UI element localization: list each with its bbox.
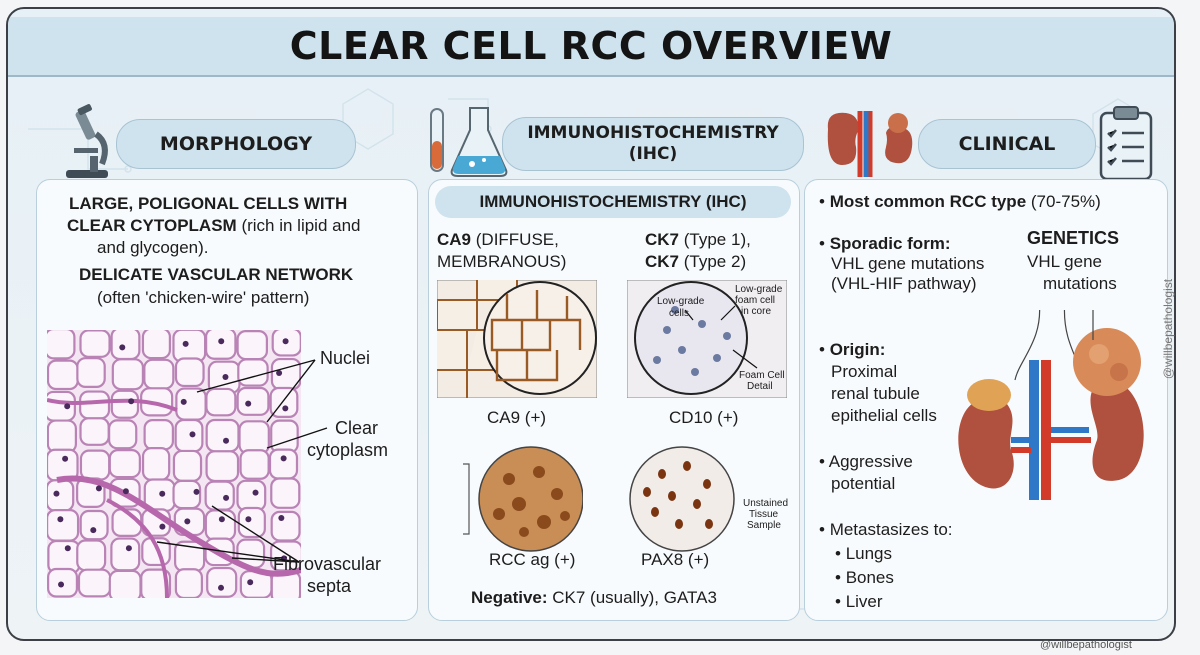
morph-line5: (often 'chicken-wire' pattern) (97, 288, 310, 307)
caption-pax8: PAX8 (+) (641, 550, 710, 569)
title-banner: CLEAR CELL RCC OVERVIEW (8, 17, 1174, 77)
ca9-bold: CA9 (437, 230, 472, 249)
genetics-line1: VHL gene (1027, 252, 1102, 271)
meta-item-lungs-text: Lungs (845, 544, 893, 563)
meta-item-lungs: • Lungs (835, 544, 893, 563)
genetics-box: GENETICS VHL gene mutations (1017, 220, 1141, 310)
caption-cd10: CD10 (+) (669, 408, 739, 427)
genetics-line2: mutations (1043, 274, 1117, 293)
origin-line2: renal tubule (831, 384, 920, 403)
b1-bold: Most common RCC type (829, 192, 1027, 211)
b2-bold: Sporadic form: (829, 234, 951, 253)
kidney-illustration (958, 300, 1144, 500)
morph-line2-rest: (rich in lipid and (241, 216, 361, 235)
ck7-bold-2: CK7 (645, 252, 680, 271)
morph-line4: DELICATE VASCULAR NETWORK (79, 265, 354, 284)
ca9-line1: CA9 (DIFFUSE, (437, 230, 559, 250)
morphology-heading: MORPHOLOGY (116, 119, 356, 169)
microscope-icon (66, 104, 108, 178)
ck7-line2: CK7 (Type 2) (645, 252, 746, 272)
credit-text: @willbepathologist (1040, 639, 1132, 651)
morphology-heading-text: MORPHOLOGY (159, 133, 313, 155)
origin-line1: Proximal (831, 362, 898, 381)
lowgrade-1: Low-grade (657, 296, 705, 307)
label-clear-1: Clear (335, 418, 379, 438)
ihc-heading-line2: (IHC) (628, 144, 678, 164)
lgfoam-1: Low-grade (735, 284, 783, 295)
unstained-1: Unstained (743, 498, 789, 509)
test-tube-icon (430, 108, 444, 172)
caption-ca9: CA9 (+) (487, 408, 547, 427)
label-clear-2: cytoplasm (307, 440, 389, 460)
cd10-stain-image (627, 280, 787, 398)
bullet-origin: • Origin: (819, 340, 886, 359)
morph-arrows (156, 359, 328, 563)
label-nuclei: Nuclei (320, 348, 371, 368)
lgfoam-2: foam cell (735, 295, 776, 306)
meta-text: Metastasizes to: (829, 520, 953, 539)
ca9-stain-image (437, 280, 597, 398)
ihc-heading-line1: IMMUNOHISTOCHEMISTRY (527, 123, 779, 143)
morphology-panel: LARGE, POLIGONAL CELLS WITH CLEAR CYTOPL… (36, 179, 418, 621)
page-title: CLEAR CELL RCC OVERVIEW (289, 24, 893, 68)
meta-item-liver: • Liver (835, 592, 883, 611)
ihc-panel: IMMUNOHISTOCHEMISTRY (IHC) CA9 (DIFFUSE,… (428, 179, 800, 621)
clinical-panel: GENETICS VHL gene mutations • Most commo… (804, 179, 1168, 621)
negative-line: Negative: CK7 (usually), GATA3 (471, 588, 717, 608)
origin-bold: Origin: (829, 340, 886, 359)
caption-rcc: RCC ag (+) (489, 550, 576, 569)
side-watermark-text: @willbepathologist (1161, 278, 1176, 380)
foam-2: Detail (747, 381, 773, 392)
rcc-ag-stain-image (463, 446, 583, 552)
morph-line1: LARGE, POLIGONAL CELLS WITH (69, 194, 348, 213)
bullet-most-common: • Most common RCC type (70-75%) (819, 192, 1101, 211)
clinical-heading: CLINICAL (918, 119, 1096, 169)
ck7-rest-1: (Type 1), (683, 230, 751, 249)
ihc-heading: IMMUNOHISTOCHEMISTRY (IHC) (502, 117, 804, 171)
ck7-bold-1: CK7 (645, 230, 680, 249)
unstained-3: Sample (747, 520, 781, 531)
clinical-heading-text: CLINICAL (958, 133, 1056, 155)
foam-1: Foam Cell (739, 370, 785, 381)
genetics-title: GENETICS (1027, 228, 1120, 248)
kidney-icon (827, 111, 913, 177)
ca9-line2: MEMBRANOUS) (437, 252, 567, 271)
b2-line3: (VHL-HIF pathway) (831, 274, 977, 293)
morph-line2-bold: CLEAR CYTOPLASM (67, 216, 237, 235)
meta-item-bones: • Bones (835, 568, 894, 587)
morph-line2: CLEAR CYTOPLASM (rich in lipid and (67, 216, 361, 236)
pax8-stain-image (629, 446, 735, 552)
label-fibro-1: Fibrovascular (273, 554, 382, 574)
ck7-rest-2: (Type 2) (683, 252, 747, 271)
genetics-connector (1092, 310, 1094, 340)
bullet-aggressive: • Aggressive (819, 452, 913, 471)
ihc-subheading-text: IMMUNOHISTOCHEMISTRY (IHC) (479, 192, 747, 211)
infographic-frame: CLEAR CELL RCC OVERVIEW MORPHOLOGY IMMUN… (6, 7, 1176, 641)
ca9-rest: (DIFFUSE, (475, 230, 559, 249)
lgfoam-3: in core (741, 306, 772, 317)
lowgrade-2: cells (669, 308, 690, 319)
ihc-subheading: IMMUNOHISTOCHEMISTRY (IHC) (435, 186, 791, 218)
bullet-metastasizes: • Metastasizes to: (819, 520, 953, 539)
meta-item-bones-text: Bones (845, 568, 894, 587)
flask-icon (450, 107, 508, 177)
aggr-line2: potential (831, 474, 896, 493)
unstained-2: Tissue (749, 509, 779, 520)
b1-rest: (70-75%) (1030, 192, 1101, 211)
negative-rest: CK7 (usually), GATA3 (552, 588, 717, 607)
b2-line2: VHL gene mutations (831, 254, 985, 273)
ck7-line1: CK7 (Type 1), (645, 230, 751, 250)
he-histology-image (47, 330, 301, 598)
side-watermark: @willbepathologist (1161, 262, 1196, 402)
clipboard-icon (1099, 106, 1153, 181)
aggr-line1: Aggressive (828, 452, 913, 471)
bullet-sporadic: • Sporadic form: (819, 234, 951, 253)
meta-item-liver-text: Liver (845, 592, 883, 611)
morph-line3: and glycogen). (97, 238, 209, 257)
origin-line3: epithelial cells (831, 406, 937, 425)
label-fibro-2: septa (307, 576, 352, 596)
negative-bold: Negative: (471, 588, 548, 607)
